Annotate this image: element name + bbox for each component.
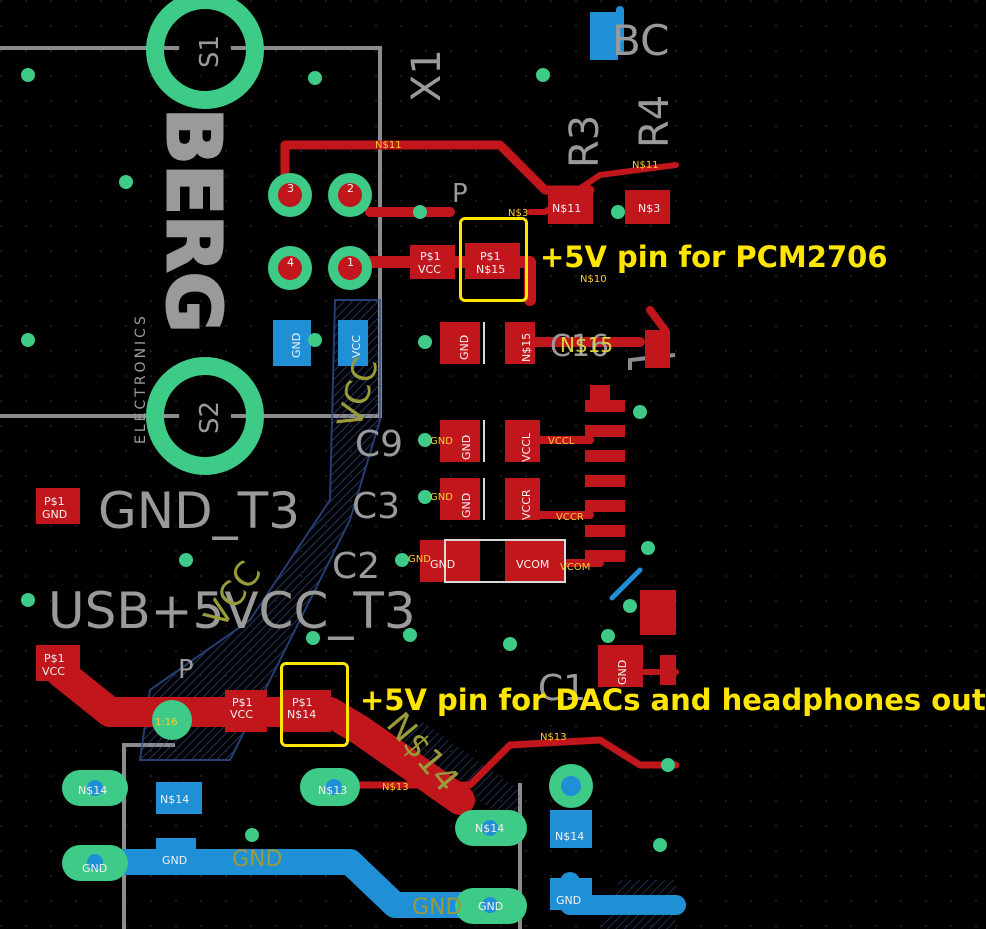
label-gnd-bottom-2: GND xyxy=(412,895,462,920)
label-ns15-big: N$15 xyxy=(560,333,613,357)
label-c16: C16 xyxy=(550,329,609,364)
pad-gnd-c3: GND xyxy=(460,493,473,518)
label-s2: S2 xyxy=(195,401,225,434)
pad-gnd-jack4: GND xyxy=(556,894,581,907)
pad-vcc-left: VCC xyxy=(418,263,441,276)
jack-pad-cores xyxy=(87,776,581,913)
pad-gnd-c2: GND xyxy=(430,558,455,571)
pcm2706-pin-highlight xyxy=(459,217,528,302)
pad-ns14-jack1: N$14 xyxy=(78,784,107,797)
pad-vcom-c2: VCOM xyxy=(516,558,549,571)
pad-ns3-r4: N$3 xyxy=(638,202,660,215)
label-berg: BERG xyxy=(150,108,236,333)
vias[interactable] xyxy=(21,68,675,852)
label-c1: C1 xyxy=(538,668,586,709)
trace-vccl: VCCL xyxy=(548,436,575,447)
pad-gnd-jack1: GND xyxy=(82,862,107,875)
pad-p1-usb: P$1 xyxy=(44,652,65,665)
pad-ns14-dac: N$14 xyxy=(287,708,316,721)
label-gnd-bottom-1: GND xyxy=(232,847,282,872)
pad-ns15-c16: N$15 xyxy=(520,333,533,362)
header-pins[interactable] xyxy=(268,173,372,290)
trace-ns11-top: N$11 xyxy=(375,140,402,151)
pad-ns14-jack3: N$14 xyxy=(475,822,504,835)
trace-ns10: N$10 xyxy=(580,274,607,285)
pad-vcc-usb: VCC xyxy=(42,665,65,678)
trace-ns11-right: N$11 xyxy=(632,160,659,171)
pad-ns13-jack: N$13 xyxy=(318,784,347,797)
annotation-pcm2706: +5V pin for PCM2706 xyxy=(540,240,888,274)
trace-ns13-bottom: N$13 xyxy=(382,782,409,793)
label-p-top: P xyxy=(452,179,468,209)
label-c2: C2 xyxy=(332,546,380,587)
pad-vccl-c9: VCCL xyxy=(520,432,533,462)
top-smd-pads[interactable] xyxy=(36,190,676,732)
pad-p1-pcm: P$1 xyxy=(480,250,501,263)
annotation-dacs-headphones: +5V pin for DACs and headphones out xyxy=(360,683,986,717)
pad-p1-gnd: P$1 xyxy=(44,495,65,508)
label-r4: R4 xyxy=(632,95,678,148)
trace-vccr: VCCR xyxy=(556,512,584,523)
pad-p1-dac: P$1 xyxy=(292,696,313,709)
pin-3: 3 xyxy=(287,182,294,195)
pad-ns11-r3: N$11 xyxy=(552,202,581,215)
label-x1: X1 xyxy=(404,49,450,102)
trace-vcom: VCOM xyxy=(560,562,590,573)
bottom-smd-pads[interactable] xyxy=(156,12,618,910)
pin-4: 4 xyxy=(287,256,294,269)
dac-pin-highlight xyxy=(280,662,349,747)
trace-via-label: 1:16 xyxy=(155,717,177,728)
label-p-bottom: P xyxy=(178,655,194,685)
pad-gnd-jack3: GND xyxy=(478,900,503,913)
pad-vcc-bc: VCC xyxy=(350,335,363,358)
pad-gnd-jack2: GND xyxy=(162,854,187,867)
pad-gnd-c16: GND xyxy=(458,335,471,360)
pad-vccr-c3: VCCR xyxy=(520,489,533,520)
trace-gnd-c9: GND xyxy=(430,436,453,447)
pad-p1-dac-left: P$1 xyxy=(232,696,253,709)
label-s1: S1 xyxy=(195,35,225,68)
pin-1: 1 xyxy=(347,256,354,269)
pad-ns14-jack4: N$14 xyxy=(555,830,584,843)
trace-ns13-top: N$13 xyxy=(540,732,567,743)
label-bc: BC xyxy=(612,16,669,65)
trace-ns3: N$3 xyxy=(508,208,528,219)
label-c9: C9 xyxy=(355,424,403,465)
pad-gnd-gnd: GND xyxy=(42,508,67,521)
pad-ns15-pcm: N$15 xyxy=(476,263,505,276)
pad-gnd-bc: GND xyxy=(290,333,303,358)
trace-gnd-c3: GND xyxy=(430,492,453,503)
capacitor-silk-outlines xyxy=(444,322,566,583)
pad-gnd-c9: GND xyxy=(460,435,473,460)
pad-gnd-c1: GND xyxy=(616,660,629,685)
mounting-holes[interactable] xyxy=(146,0,264,475)
trace-gnd-c2: GND xyxy=(408,554,431,565)
label-gnd-t3: GND_T3 xyxy=(98,482,300,540)
pin-2: 2 xyxy=(347,182,354,195)
label-usb5vcc-t3: USB+5VCC_T3 xyxy=(48,582,416,640)
label-c3: C3 xyxy=(352,486,400,527)
label-electronics: ELECTRONICS xyxy=(133,313,149,444)
pad-ns14-jack2: N$14 xyxy=(160,793,189,806)
label-r3: R3 xyxy=(562,115,608,168)
pad-vcc-dac-left: VCC xyxy=(230,708,253,721)
pad-p1-left: P$1 xyxy=(420,250,441,263)
